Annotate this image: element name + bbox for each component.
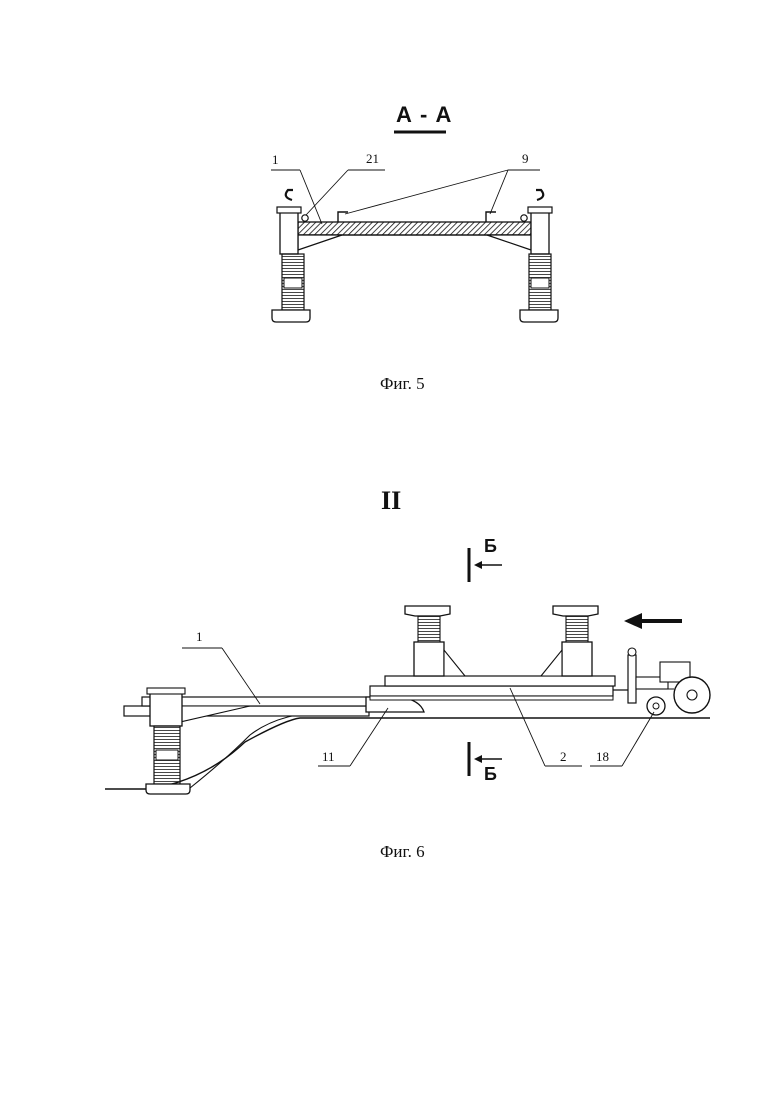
platform-2-base (370, 696, 613, 700)
direction-arrow-head (624, 613, 642, 629)
rail-right (486, 212, 496, 222)
cut-label-bottom: Б (484, 764, 497, 785)
ground-line (105, 718, 710, 789)
rotation-arrow-left-icon (286, 190, 293, 200)
figure5-caption: Фиг. 5 (380, 374, 425, 394)
fig6-jack-left (405, 606, 465, 676)
pivot-right (521, 215, 527, 221)
beam-section (298, 222, 531, 235)
leader-6-1-diag (222, 648, 260, 704)
leader-6-18-diag (622, 712, 654, 766)
platform-2-lower (370, 686, 613, 696)
callout-fig6-11: 11 (322, 749, 335, 765)
callout-fig6-1: 1 (196, 629, 203, 645)
figure6-view-label: II (381, 486, 401, 516)
callout-fig5-21: 21 (366, 151, 379, 167)
left-brace (298, 235, 342, 250)
rotation-arrow-right-icon (536, 190, 543, 200)
callout-fig5-9: 9 (522, 151, 529, 167)
leader-21-diag (306, 170, 348, 215)
figure6-caption: Фиг. 6 (380, 842, 425, 862)
cut-label-top: Б (484, 536, 497, 557)
section-title: А - А (396, 102, 452, 128)
leader-6-11-diag (350, 708, 388, 766)
tow-unit-18 (613, 648, 710, 715)
right-brace (487, 235, 531, 250)
callout-fig6-2: 2 (560, 749, 567, 765)
leader-9-a (345, 170, 508, 214)
callout-fig5-1: 1 (272, 152, 279, 168)
figure6-drawing (105, 548, 710, 794)
platform-2-upper (385, 676, 615, 686)
figure5-drawing (271, 132, 558, 322)
fig6-jack-right (541, 606, 598, 676)
leader-9-b (490, 170, 508, 214)
slope-curve (190, 712, 420, 788)
pivot-21 (302, 215, 308, 221)
callout-fig6-18: 18 (596, 749, 609, 765)
